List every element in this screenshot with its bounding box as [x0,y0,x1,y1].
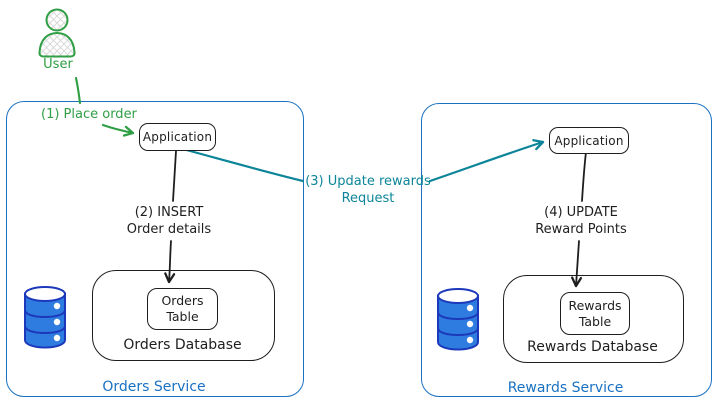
rewards-database-box [503,275,684,363]
orders-service-label: Orders Service [102,379,206,395]
application-to-step3-line [177,146,305,183]
step3-line1: (3) Update rewards [305,174,431,189]
step3-label: (3) Update rewards Request [293,173,443,207]
step3-to-rewards-application-arrow [428,139,545,183]
rewards-service-container [421,103,712,397]
rewards-application-node: Application [549,127,629,154]
orders-application-label: Application [142,130,213,144]
orders-table-node: Orders Table [147,288,218,330]
step4-label: (4) UPDATE Reward Points [506,204,656,238]
orders-application-node: Application [139,123,216,151]
orders-table-line2: Table [166,309,199,324]
orders-service-container [6,101,304,397]
rewards-database-cylinder-icon [437,288,479,351]
step4-to-rewards-table-arrow [571,240,583,288]
orders-database-label: Orders Database [123,337,242,353]
user-to-step1-line [74,76,82,105]
orders-table-line1: Orders [161,293,204,308]
rewards-table-line2: Table [578,313,612,329]
rewards-application-to-step4-line [581,151,587,202]
rewards-table-node: Rewards Table [560,292,630,335]
step2-label: (2) INSERT Order details [109,204,229,238]
application-to-step2-line [172,150,177,202]
rewards-service-label: Rewards Service [507,380,624,396]
step1-to-application-arrow [101,123,135,137]
rewards-database-label: Rewards Database [527,339,658,355]
step2-to-orders-table-arrow [164,240,176,284]
rewards-table-line1: Rewards [568,297,622,313]
step4-line1: (4) UPDATE [544,205,618,220]
orders-database-box [92,270,275,361]
step2-line1: (2) INSERT [134,205,204,220]
step3-line2: Request [341,191,395,206]
user-icon [38,8,76,58]
step1-label: (1) Place order [41,107,137,122]
step2-line2: Order details [126,222,212,237]
orders-database-cylinder-icon [24,286,66,349]
user-label: User [43,57,73,72]
step4-line2: Reward Points [535,222,627,237]
rewards-application-label: Application [554,133,624,148]
